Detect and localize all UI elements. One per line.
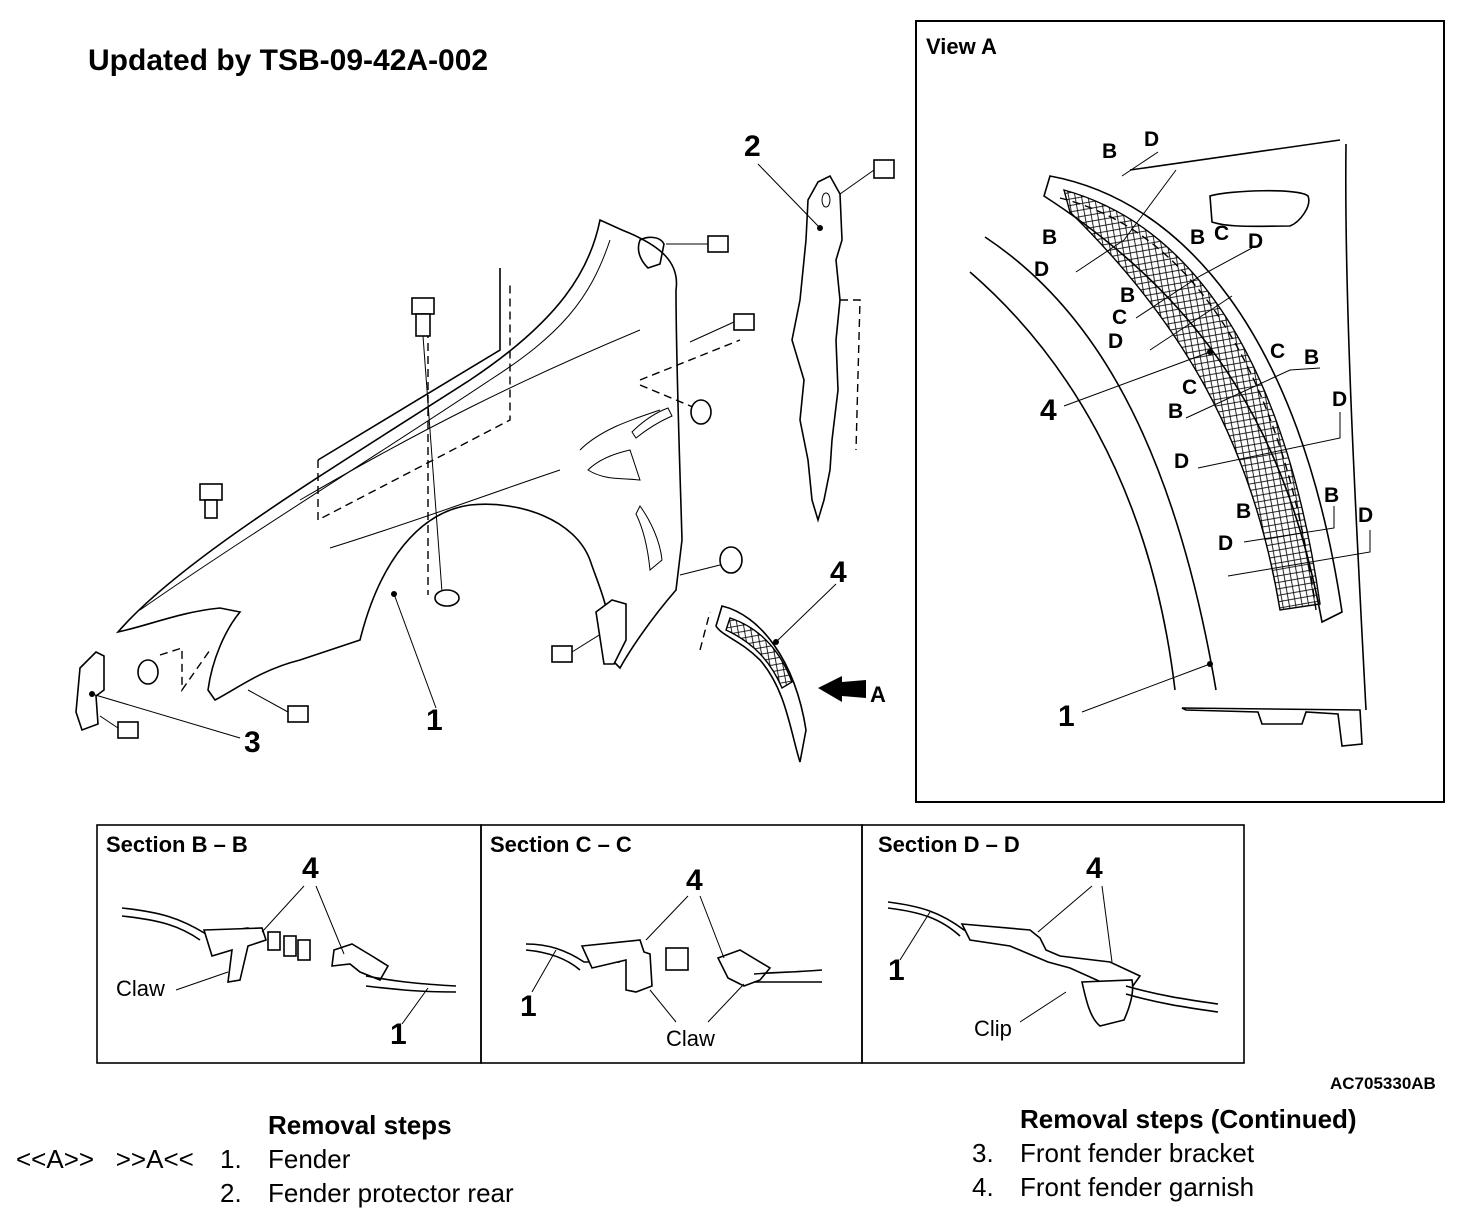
protector-mount-hole (821, 192, 831, 208)
section-mark: C (1182, 376, 1198, 399)
view-a-label: View A (926, 34, 997, 59)
section-d-callout-garnish: 4 (1086, 852, 1103, 885)
section-mark: D (1332, 388, 1348, 411)
drawing-code: AC705330AB (1330, 1074, 1436, 1093)
section-mark: C (1214, 222, 1230, 245)
section-b-drawing (121, 885, 457, 1025)
section-d-clip-label: Clip (974, 1016, 1012, 1041)
removal-step-number: 1. (220, 1144, 242, 1174)
removal-step-number: 4. (972, 1172, 994, 1202)
removal-step-text: Fender protector rear (268, 1178, 514, 1208)
section-d-drawing (887, 885, 1219, 1027)
fender-part (115, 218, 741, 702)
removal-steps-continued-header: Removal steps (Continued) (1020, 1104, 1357, 1134)
fender-bolts (99, 235, 755, 739)
section-mark: D (1108, 330, 1124, 353)
section-mark: B (1190, 226, 1206, 249)
removal-step-number: 2. (220, 1178, 242, 1208)
view-a-drawing (969, 139, 1371, 747)
callout-fender: 1 (426, 704, 443, 737)
section-d-callout-fender: 1 (888, 954, 905, 987)
section-c-callout-garnish: 4 (686, 864, 703, 897)
front-fender-bracket (75, 651, 105, 732)
fender-protector-rear (791, 174, 843, 523)
removal-marks: <<A>> >>A<< (16, 1144, 194, 1174)
section-d-frame (861, 824, 1245, 1064)
page-title: Updated by TSB-09-42A-002 (88, 44, 489, 77)
section-mark: B (1324, 484, 1340, 507)
removal-steps-header: Removal steps (268, 1110, 452, 1140)
section-mark: C (1112, 306, 1128, 329)
section-mark: C (1270, 340, 1286, 363)
section-c-claw-label: Claw (666, 1026, 715, 1051)
callout-protector: 2 (744, 130, 761, 163)
rear-mount-bracket (595, 599, 627, 665)
section-mark: B (1042, 226, 1058, 249)
section-mark: D (1248, 230, 1264, 253)
section-b-callout-garnish: 4 (302, 852, 319, 885)
section-b-claw-label: Claw (116, 976, 165, 1001)
view-a-callout-garnish: 4 (1040, 394, 1057, 427)
section-c-drawing (525, 895, 823, 1023)
view-a-arrow (818, 676, 866, 702)
view-a-callout-fender: 1 (1058, 700, 1075, 733)
section-mark: B (1168, 400, 1184, 423)
removal-step-text: Front fender garnish (1020, 1172, 1255, 1202)
section-b-label: Section B – B (106, 832, 248, 857)
section-c-label: Section C – C (490, 832, 632, 857)
callout-bracket: 3 (244, 726, 261, 759)
view-arrow-label: A (870, 682, 886, 707)
section-mark: B (1304, 346, 1320, 369)
section-mark: D (1034, 258, 1050, 281)
section-d-label: Section D – D (878, 832, 1020, 857)
section-mark: D (1174, 450, 1190, 473)
callout-garnish: 4 (830, 556, 847, 589)
section-mark: D (1358, 504, 1374, 527)
protector-mount-bolt (873, 159, 895, 179)
removal-step-text: Fender (268, 1144, 351, 1174)
removal-step-number: 3. (972, 1138, 994, 1168)
section-mark: B (1120, 284, 1136, 307)
removal-step-text: Front fender bracket (1020, 1138, 1255, 1168)
section-b-callout-fender: 1 (390, 1018, 407, 1051)
view-a-frame (915, 20, 1445, 803)
section-c-callout-fender: 1 (520, 990, 537, 1023)
section-mark: B (1236, 500, 1252, 523)
section-mark: D (1144, 128, 1160, 151)
section-mark: D (1218, 532, 1234, 555)
section-mark: B (1102, 140, 1118, 163)
